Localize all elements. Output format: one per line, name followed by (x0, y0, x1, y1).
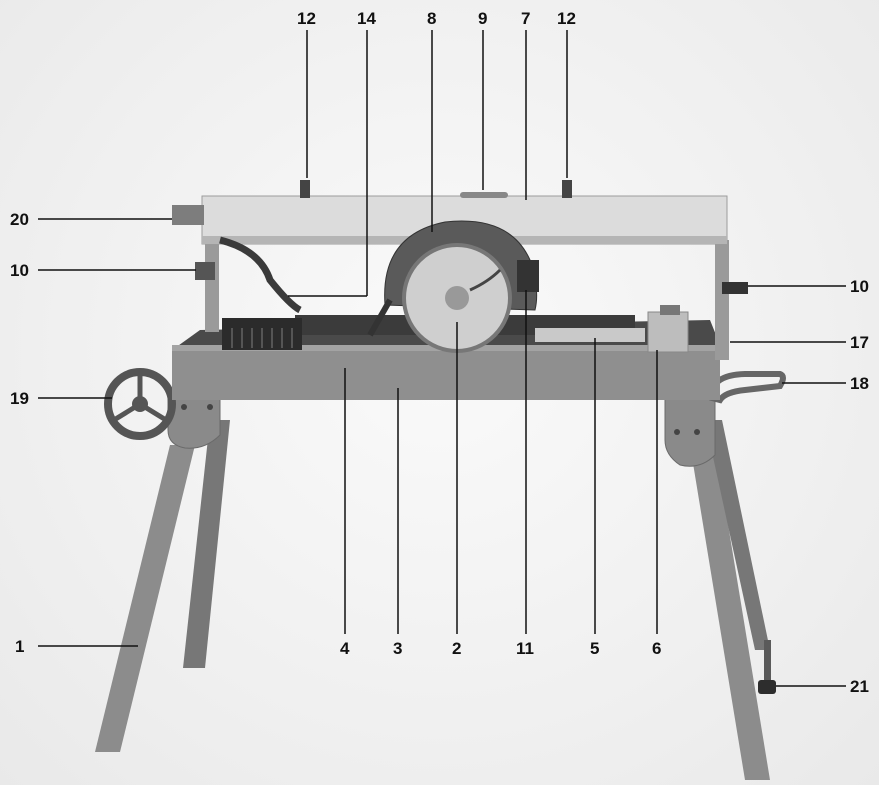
callout-10-right: 10 (850, 277, 869, 296)
callout-3: 3 (393, 639, 403, 658)
callout-12-left: 12 (297, 9, 316, 28)
callout-5: 5 (590, 639, 600, 658)
angle-guide (535, 328, 645, 342)
callout-14: 14 (357, 9, 376, 28)
leg-front-right (690, 445, 770, 780)
leg-brackets (167, 394, 716, 467)
guide-fence (647, 311, 689, 353)
leg-back-right (705, 420, 770, 650)
callout-21: 21 (850, 677, 869, 696)
callout-4: 4 (340, 639, 350, 658)
bracket-right (664, 394, 716, 467)
support-posts (195, 232, 748, 360)
callout-10-left: 10 (10, 261, 29, 280)
callout-1: 1 (15, 637, 25, 656)
callout-11: 11 (516, 639, 534, 658)
water-hose (219, 236, 302, 314)
callout-19: 19 (10, 389, 29, 408)
post-right (715, 240, 729, 360)
saw-head (367, 220, 539, 353)
callout-20: 20 (10, 210, 29, 229)
rail-knob-left (300, 180, 310, 198)
clamp-left (195, 262, 215, 280)
transport-wheel (104, 368, 176, 440)
callout-7: 7 (521, 9, 531, 28)
post-left (205, 232, 219, 332)
tray-front (172, 345, 720, 400)
callout-2: 2 (452, 639, 462, 658)
legs (95, 420, 776, 780)
carry-handle (708, 371, 786, 404)
motor-handle (517, 260, 539, 292)
adjustable-foot-rod (764, 640, 771, 682)
clamp-right (722, 282, 748, 294)
callout-8: 8 (427, 9, 437, 28)
slide-cap (460, 192, 508, 198)
leader-lines (38, 30, 846, 687)
rail-knob-right (562, 180, 572, 198)
callout-12-right: 12 (557, 9, 576, 28)
callout-17: 17 (850, 333, 869, 352)
leg-front-left (95, 445, 195, 752)
callout-6: 6 (652, 639, 662, 658)
adjustable-foot (758, 680, 776, 694)
callout-9: 9 (478, 9, 488, 28)
callout-18: 18 (850, 374, 869, 393)
leg-back-left (183, 420, 230, 668)
bracket-left (167, 394, 221, 449)
rail-end-cap (172, 205, 204, 225)
